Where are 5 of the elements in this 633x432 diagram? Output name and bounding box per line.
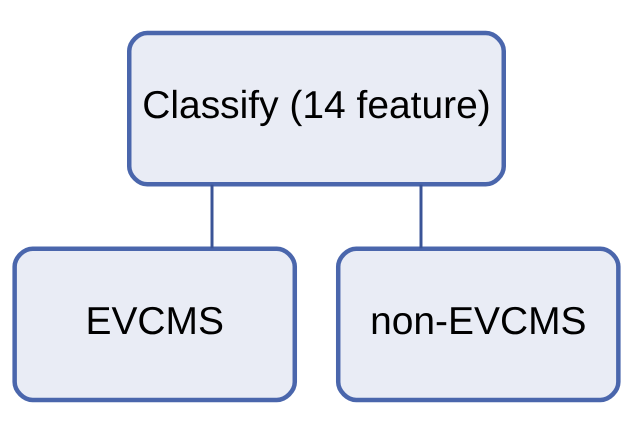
node-box: non-EVCMS — [336, 246, 621, 402]
connector — [210, 184, 214, 248]
node-box: Classify (14 feature) — [127, 30, 506, 186]
node-box: EVCMS — [12, 246, 298, 402]
connector — [419, 184, 422, 248]
